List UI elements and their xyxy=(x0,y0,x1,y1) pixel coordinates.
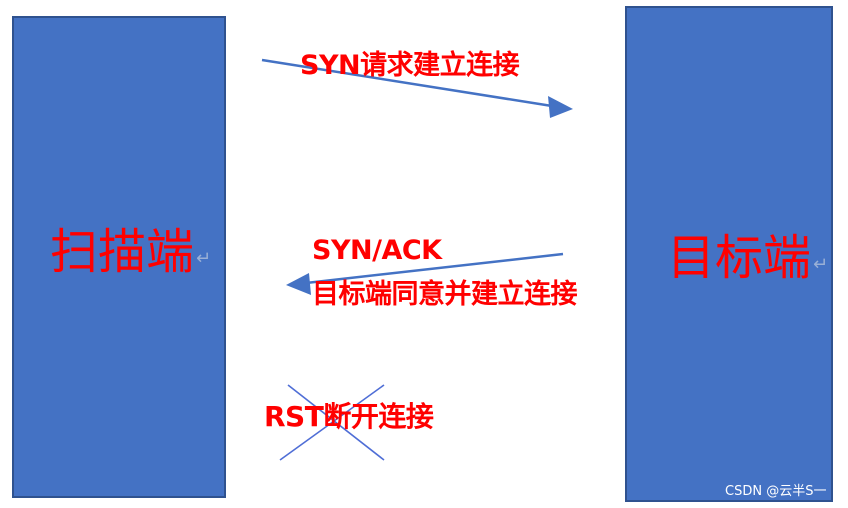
scanner-label-text: 扫描端 xyxy=(50,224,195,280)
synack-message-line1: SYN/ACK xyxy=(312,235,442,266)
target-label-text: 目标端 xyxy=(667,230,812,286)
cross-line-1 xyxy=(287,384,385,461)
synack-arrow-icon xyxy=(286,252,564,295)
synack-arrow-line xyxy=(305,252,564,285)
syn-arrow-icon xyxy=(261,58,573,118)
paragraph-mark-icon: ↵ xyxy=(196,248,212,269)
syn-arrow-line xyxy=(261,58,553,108)
scanner-label: 扫描端↵ xyxy=(50,228,211,276)
rst-message: RST断开连接 xyxy=(264,400,434,433)
syn-arrow-head xyxy=(548,96,573,118)
target-label: 目标端↵ xyxy=(667,234,828,282)
scanner-box: 扫描端↵ xyxy=(12,16,226,498)
watermark: CSDN @云半S一 xyxy=(725,484,827,499)
synack-arrow-head xyxy=(286,273,311,295)
target-box: 目标端↵ xyxy=(625,6,833,502)
rst-cross-icon xyxy=(279,384,385,461)
synack-message-line2: 目标端同意并建立连接 xyxy=(312,279,578,310)
paragraph-mark-icon: ↵ xyxy=(813,254,829,275)
cross-line-2 xyxy=(279,384,385,461)
syn-message: SYN请求建立连接 xyxy=(300,50,520,81)
